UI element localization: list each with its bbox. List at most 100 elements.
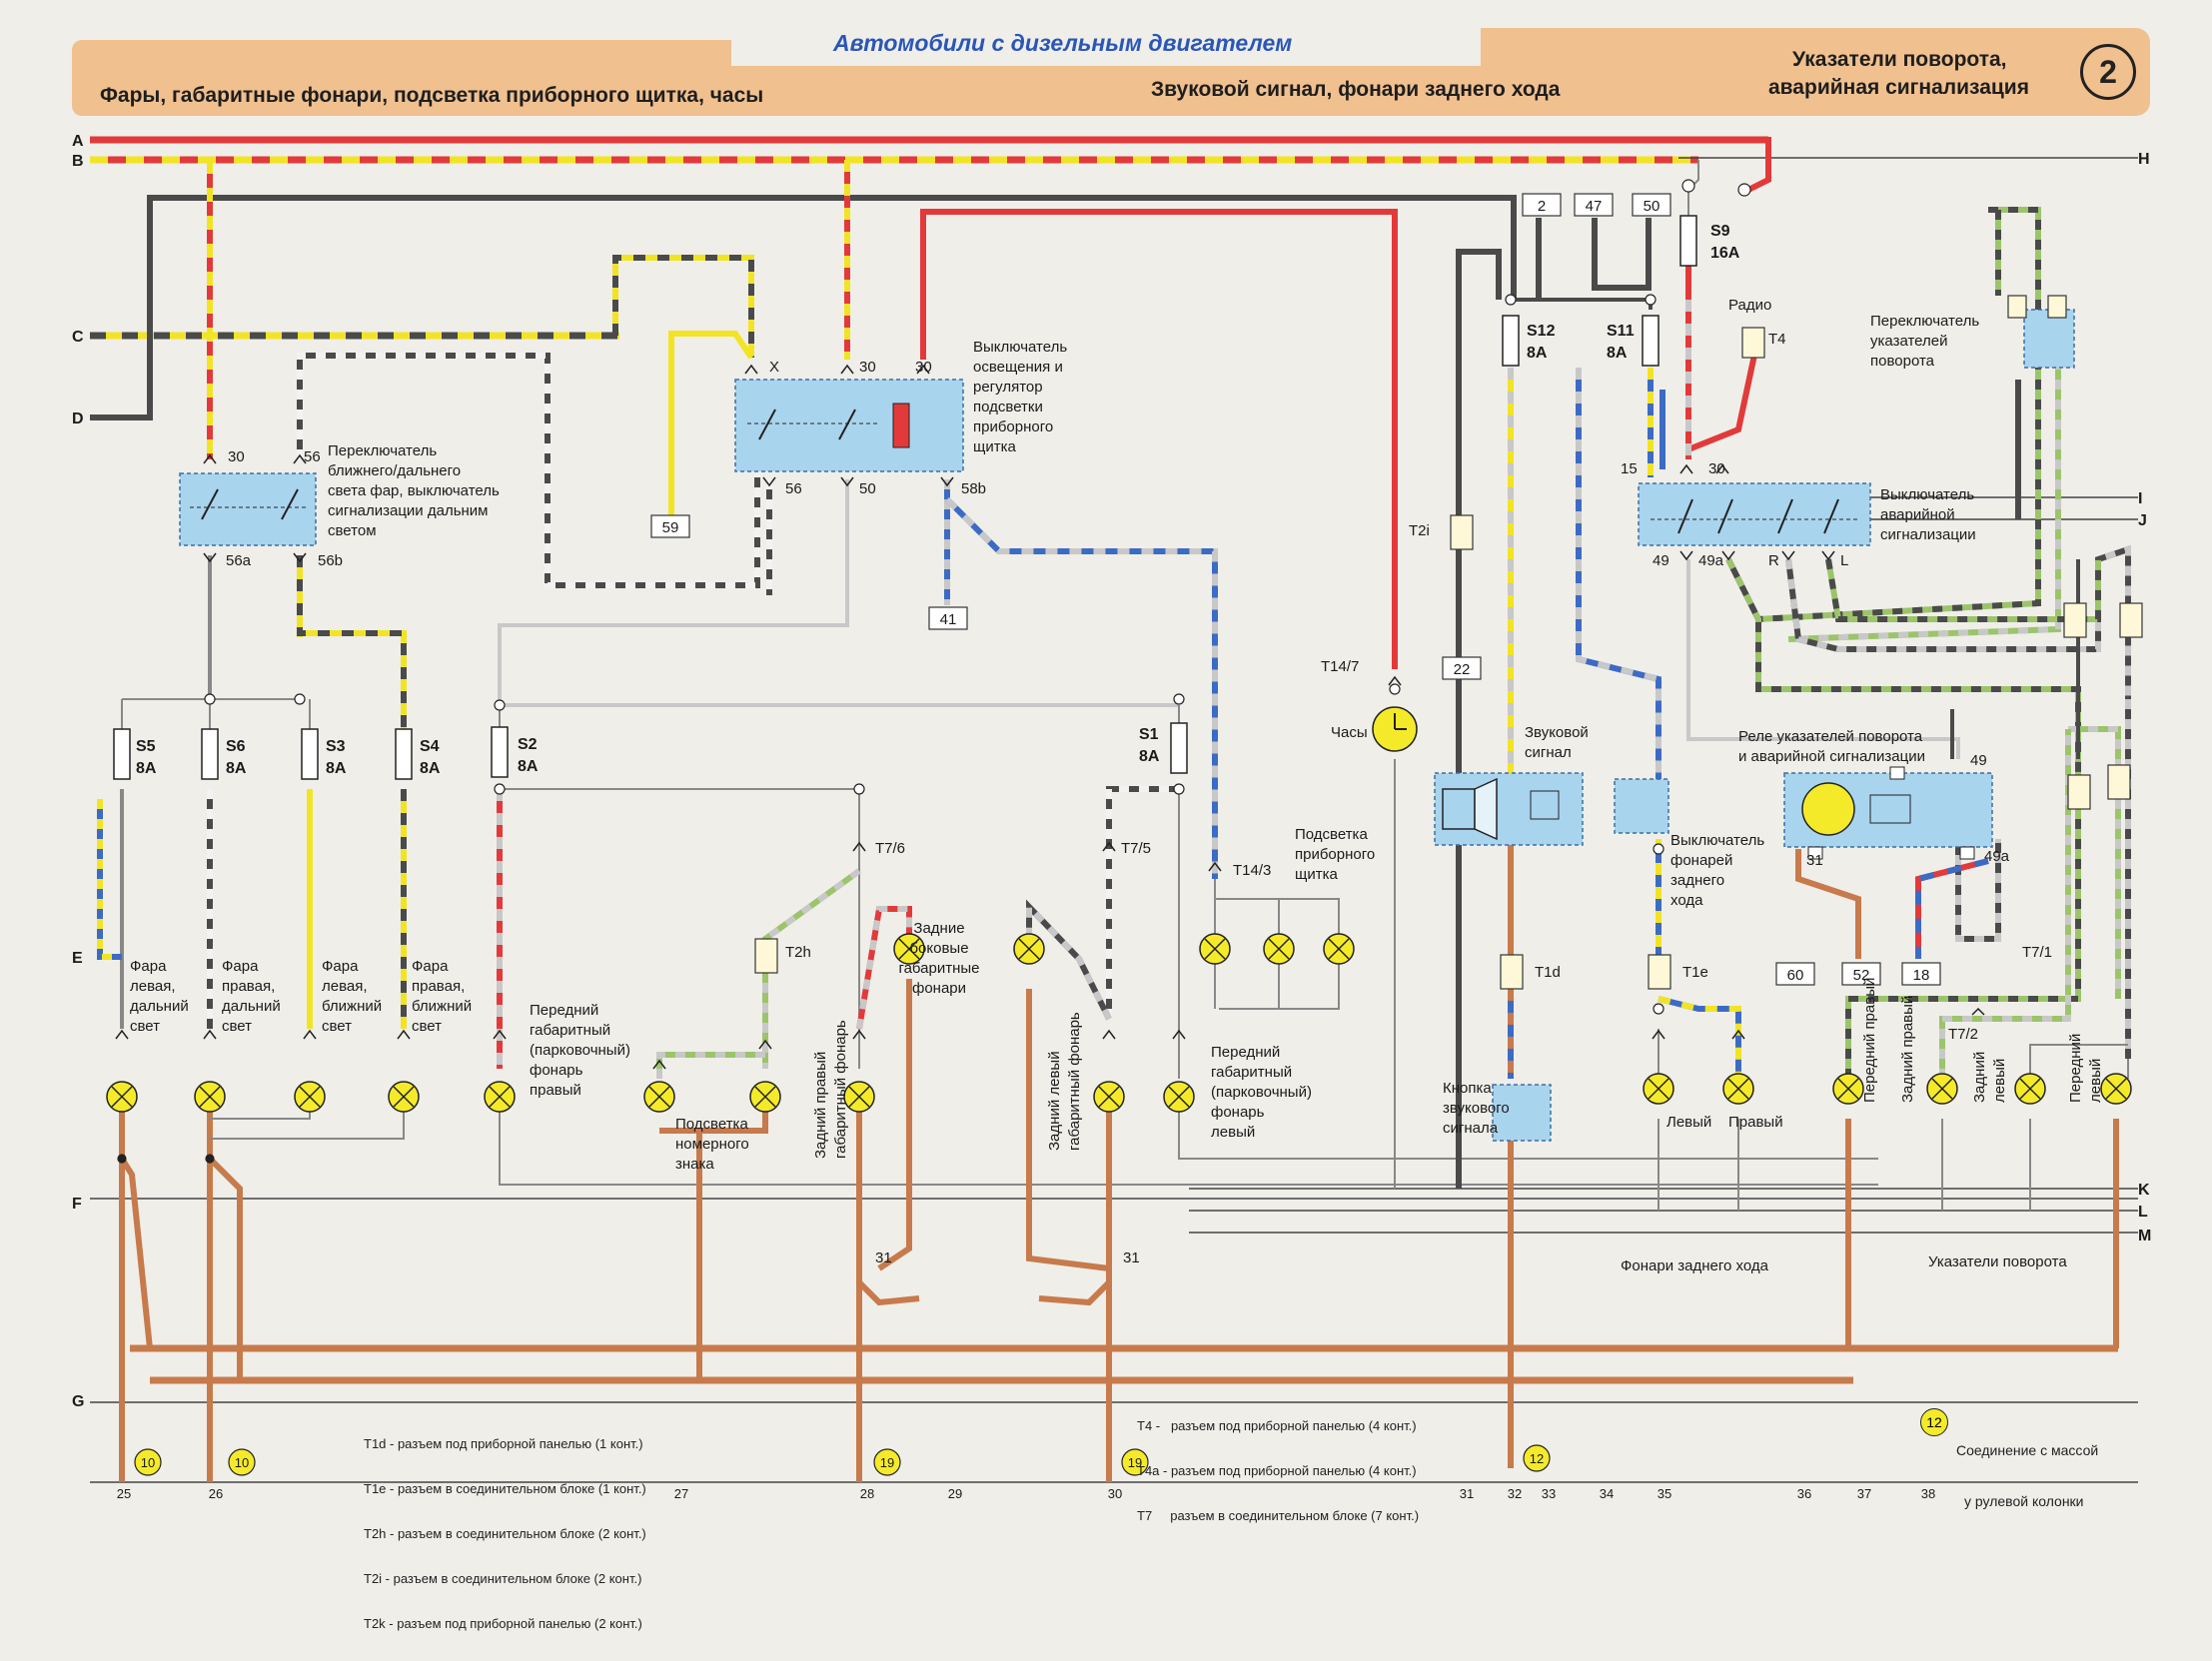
fuse-rating: 8A (518, 758, 539, 775)
headlight-switch-box (179, 472, 317, 546)
column-number: 25 (117, 1486, 131, 1501)
headlight-left-low-label: ближний (322, 998, 382, 1015)
lamp-icon (1199, 933, 1231, 965)
legend-ground-circle: 12 (1920, 1408, 1948, 1436)
turn-front-left-label: Передний (2067, 1034, 2084, 1103)
column-number: 27 (674, 1486, 688, 1501)
relay-label: и аварийной сигнализации (1738, 748, 1925, 765)
column-number: 33 (1542, 1486, 1556, 1501)
ground-number: 12 (1530, 1451, 1544, 1466)
clock-label: Часы (1331, 724, 1368, 741)
fuse-rating: 8A (1607, 345, 1628, 362)
headlight-right-high-label: дальний (222, 998, 281, 1015)
ground-number: 19 (1128, 1455, 1142, 1470)
radio-label: Радио (1728, 297, 1771, 314)
ground-circle (134, 1448, 162, 1476)
connector-number: 47 (1586, 198, 1603, 215)
fuse-rating: 8A (226, 760, 247, 777)
ground-circle (1523, 1444, 1551, 1472)
horn-label: сигнал (1525, 744, 1572, 761)
pin-label-pl: L (1840, 552, 1848, 569)
pin-label-t1e: T1e (1682, 964, 1708, 981)
lamp-icon (749, 1081, 781, 1113)
bus-label-right: I (2138, 490, 2142, 507)
headlight-right-high-label: свет (222, 1018, 252, 1035)
headlight-switch-label: света фар, выключатель (328, 482, 500, 499)
fuse-label: S4 (420, 738, 440, 755)
light-switch-label: Выключатель (973, 339, 1067, 356)
connector-number: 50 (1644, 198, 1660, 215)
headlight-left-low-label: свет (322, 1018, 352, 1035)
headlight-left-high-label: свет (130, 1018, 160, 1035)
lamp-icon (194, 1081, 226, 1113)
column-number: 28 (860, 1486, 874, 1501)
plate-light-label: номерного (675, 1136, 749, 1153)
section-title-turn-1: Указатели поворота, (1792, 48, 2007, 71)
column-number: 26 (209, 1486, 223, 1501)
horn-box (1434, 772, 1584, 846)
park-light-left-label: (парковочный) (1211, 1084, 1312, 1101)
turn-rear-left-label: Задний (1971, 1052, 1988, 1103)
horn-label: Звуковой (1525, 724, 1589, 741)
fuse-label: S5 (136, 738, 156, 755)
headlight-right-low-label: ближний (412, 998, 472, 1015)
panel-light-label: щитка (1295, 866, 1338, 883)
pin-label-p50: 50 (859, 480, 876, 497)
connector-box (1522, 193, 1562, 217)
park-light-right-label: (парковочный) (530, 1042, 630, 1059)
lamp-icon (106, 1081, 138, 1113)
light-switch-label: щитка (973, 438, 1016, 455)
legend-line: T1e - разъем в соединительном блоке (1 к… (364, 1481, 646, 1496)
legend-line: T2i - разъем в соединительном блоке (2 к… (364, 1571, 642, 1586)
connector-box (1901, 962, 1941, 986)
header-banner-right (1481, 28, 2150, 116)
fuse-label: S11 (1607, 323, 1635, 340)
light-switch-label: подсветки (973, 399, 1043, 415)
headlight-right-high-label: Фара (222, 958, 259, 975)
connector-number: 41 (940, 611, 957, 628)
turn-rear-right-label: Задний правый (1899, 996, 1916, 1103)
fuse-rating: 8A (136, 760, 157, 777)
turn-rear-left-label: левый (1991, 1059, 2008, 1103)
headlight-left-high-label: дальний (130, 998, 189, 1015)
turn-switch-label: поворота (1870, 353, 1935, 370)
bus-label-right: L (2138, 1204, 2148, 1221)
headlight-left-low-label: левая, (322, 978, 368, 995)
pin-label-px: X (769, 359, 779, 376)
hazard-switch-box (1638, 482, 1871, 546)
column-number: 31 (1460, 1486, 1474, 1501)
pin-label-t4: T4 (1768, 331, 1786, 348)
turn-front-left-label: левый (2087, 1059, 2104, 1103)
turn-signals-section-label: Указатели поворота (1928, 1253, 2067, 1270)
text-labels: ABCDEFGHIJKLMS58AS68AS38AS48AS28AS18AS12… (72, 133, 2151, 1501)
rear-left-lamp-label: Задний левый (1046, 1051, 1063, 1151)
pin-label-t2i: T2i (1409, 522, 1430, 539)
lamp-icon (1263, 933, 1295, 965)
lamp-icon (893, 933, 925, 965)
pin-label-t7_1: T7/1 (2022, 944, 2052, 961)
fuse-boxes (113, 215, 1697, 780)
fuse-rating: 16A (1710, 245, 1740, 262)
connector-number: 2 (1538, 198, 1546, 215)
horn-button-label: сигнала (1443, 1120, 1499, 1137)
ground-number: 19 (880, 1455, 894, 1470)
park-light-left-label: левый (1211, 1124, 1255, 1141)
connector-number: 52 (1853, 967, 1870, 984)
headlight-right-low-label: правая, (412, 978, 465, 995)
lamp-icon (643, 1081, 675, 1113)
bus-label-left: A (72, 133, 84, 150)
bus-label-left: B (72, 153, 84, 170)
turn-signal-wires (1686, 207, 2131, 1348)
bus-label-right: K (2138, 1182, 2150, 1199)
page-number-badge: 2 (2080, 44, 2136, 100)
lamp-icon (1832, 1073, 1864, 1105)
reverse-switch-label: фонарей (1670, 852, 1732, 869)
ground-circle (228, 1448, 256, 1476)
headlight-right-low-label: Фара (412, 958, 449, 975)
turn-switch-label: указателей (1870, 333, 1947, 350)
horn-button-box (1492, 1084, 1552, 1142)
ground-circle (873, 1448, 901, 1476)
pin-label-g31b: 31 (1123, 1249, 1140, 1266)
hazard-switch-label: сигнализации (1880, 526, 1976, 543)
legend-line: у рулевой колонки (1964, 1493, 2084, 1509)
